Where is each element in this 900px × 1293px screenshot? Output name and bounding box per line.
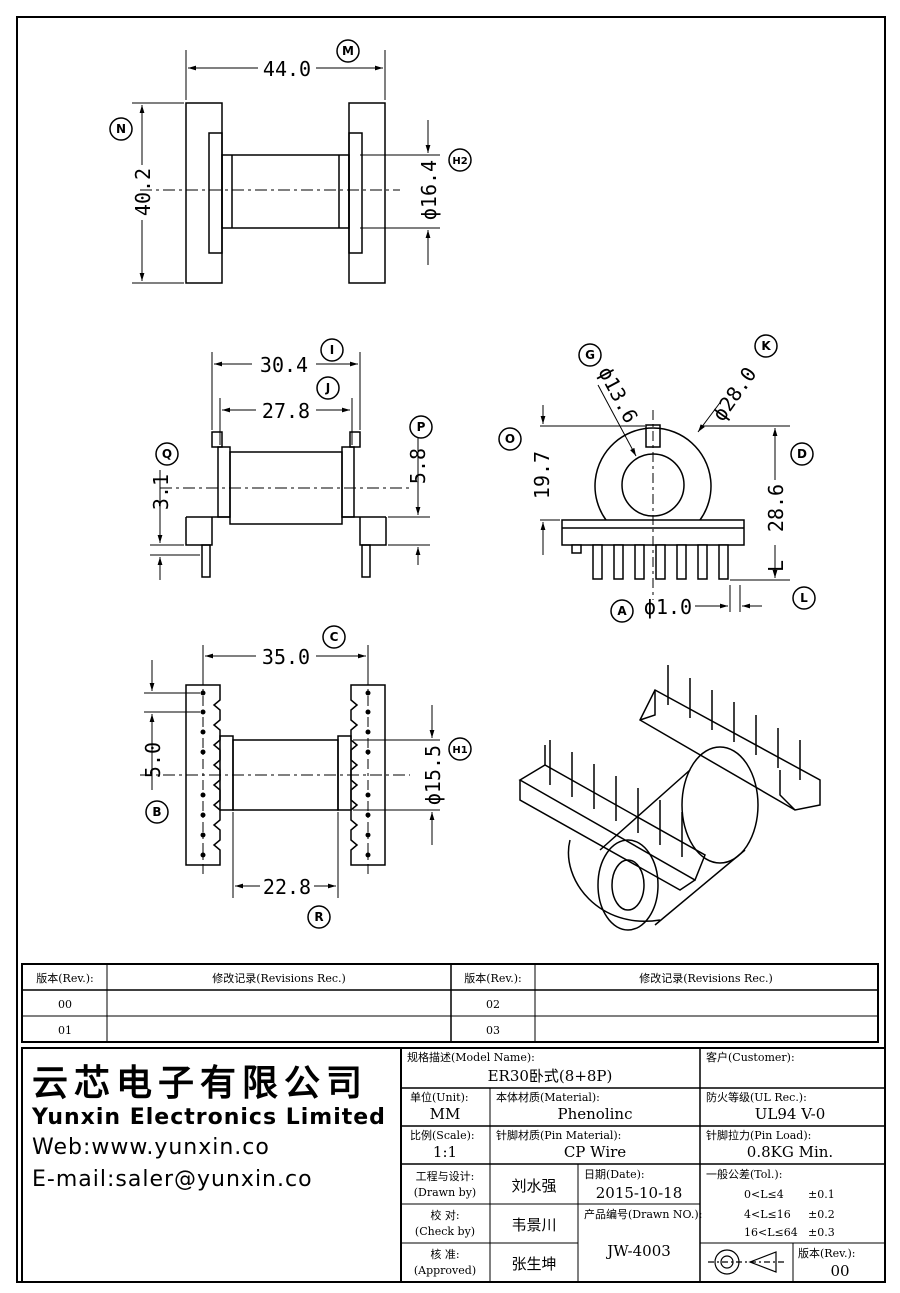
dim-L: L	[764, 560, 788, 572]
isometric-view	[518, 665, 821, 931]
front-view-dims	[150, 352, 430, 580]
rev-row-01: 01	[58, 1024, 72, 1037]
pin-load-label: 针脚拉力(Pin Load):	[706, 1128, 811, 1142]
scale-value: 1:1	[433, 1143, 457, 1161]
callout-N: N	[116, 122, 126, 136]
projection-symbol-icon	[708, 1249, 784, 1275]
side-view	[561, 424, 745, 546]
model-name-label: 规格描述(Model Name):	[407, 1050, 535, 1064]
callout-A: A	[617, 604, 627, 618]
company-web: Web:www.yunxin.co	[32, 1135, 270, 1160]
check-by-label-1: 校 对:	[430, 1208, 459, 1222]
dim-15-5: ϕ15.5	[421, 745, 445, 805]
date-value: 2015-10-18	[596, 1184, 682, 1202]
front-view	[160, 431, 410, 578]
callout-C: C	[330, 630, 339, 644]
material-label: 本体材质(Material):	[496, 1090, 600, 1104]
pin-load-value: 0.8KG Min.	[747, 1143, 833, 1161]
callout-H1: H1	[452, 745, 467, 756]
callout-O: O	[505, 432, 515, 446]
dim-5-8: 5.8	[406, 448, 430, 484]
model-name-value: ER30卧式(8+8P)	[488, 1067, 613, 1085]
rev-label: 版本(Rev.):	[798, 1246, 856, 1260]
tolerance-value-2: ±0.3	[808, 1226, 835, 1239]
dim-28-0: ϕ28.0	[707, 362, 761, 425]
side-view-dims	[540, 384, 790, 612]
dim-5-0: 5.0	[141, 742, 165, 778]
pin-material-label: 针脚材质(Pin Material):	[496, 1128, 621, 1142]
drawn-by-label-1: 工程与设计:	[416, 1170, 475, 1183]
unit-value: MM	[430, 1105, 461, 1123]
check-by-label-2: (Check by)	[415, 1225, 475, 1238]
rev-col-header-left: 版本(Rev.):	[36, 971, 94, 985]
tolerance-value-1: ±0.2	[808, 1208, 835, 1221]
bottom-view-pins	[200, 690, 371, 858]
customer-label: 客户(Customer):	[706, 1050, 795, 1064]
callout-H2: H2	[452, 156, 467, 167]
company-name-en: Yunxin Electronics Limited	[31, 1105, 386, 1130]
date-label: 日期(Date):	[584, 1168, 645, 1181]
callout-B: B	[152, 805, 161, 819]
callout-L: L	[800, 591, 808, 605]
rec-col-header-right: 修改记录(Revisions Rec.)	[639, 971, 773, 985]
bottom-view-dims	[144, 645, 440, 898]
dim-28-6: 28.6	[764, 484, 788, 532]
callout-G: G	[585, 348, 595, 362]
dim-1-0: ϕ1.0	[644, 595, 692, 619]
dim-35-0: 35.0	[262, 645, 310, 669]
drawn-no-label: 产品编号(Drawn NO.):	[584, 1207, 702, 1221]
scale-label: 比例(Scale):	[410, 1128, 475, 1142]
callout-D: D	[797, 447, 807, 461]
callout-K: K	[761, 339, 771, 353]
drawn-by-label-2: (Drawn by)	[414, 1186, 476, 1199]
company-email: E-mail:saler@yunxin.co	[32, 1167, 313, 1192]
dim-22-8: 22.8	[263, 875, 311, 899]
title-block-grid	[21, 1047, 886, 1283]
top-view-dims	[132, 50, 440, 284]
callout-J: J	[325, 381, 330, 395]
dim-44: 44.0	[263, 57, 311, 81]
tolerance-range-2: 16<L≤64	[744, 1226, 798, 1239]
ul-label: 防火等级(UL Rec.):	[706, 1090, 807, 1104]
dim-19-7: 19.7	[530, 451, 554, 499]
tolerance-range-1: 4<L≤16	[744, 1208, 791, 1221]
unit-label: 单位(Unit):	[410, 1090, 469, 1104]
rev-row-03: 03	[486, 1024, 500, 1037]
top-view	[140, 102, 400, 284]
rev-row-00: 00	[58, 998, 72, 1011]
callout-Q: Q	[162, 447, 172, 461]
dim-13-6: ϕ13.6	[593, 362, 642, 426]
company-name-cn: 云芯电子有限公司	[32, 1063, 368, 1104]
dim-40-2: 40.2	[131, 168, 155, 216]
bottom-view	[140, 675, 410, 875]
dim-16-4: ϕ16.4	[417, 160, 441, 220]
rev-row-02: 02	[486, 998, 500, 1011]
dim-27-8: 27.8	[262, 399, 310, 423]
callouts: M N H2 I J P Q G K O D A L C B H1 R	[109, 39, 816, 929]
approved-label-2: (Approved)	[414, 1264, 476, 1277]
approved-label-1: 核 准:	[430, 1247, 459, 1261]
callout-P: P	[417, 420, 426, 434]
rec-col-header-left: 修改记录(Revisions Rec.)	[212, 971, 346, 985]
callout-I: I	[330, 343, 334, 357]
pin-material-value: CP Wire	[564, 1143, 626, 1161]
rev-col-header-right: 版本(Rev.):	[464, 971, 522, 985]
drawn-no-value: JW-4003	[605, 1242, 671, 1260]
approved-value: 张生坤	[511, 1255, 556, 1273]
check-by-value: 韦景川	[511, 1216, 556, 1234]
ul-value: UL94 V-0	[755, 1105, 826, 1123]
tolerance-value-0: ±0.1	[808, 1188, 835, 1201]
side-view-pins	[571, 544, 729, 580]
dim-30-4: 30.4	[260, 353, 308, 377]
material-value: Phenolinc	[558, 1105, 633, 1123]
callout-R: R	[314, 910, 323, 924]
tolerance-range-0: 0<L≤4	[744, 1188, 784, 1201]
tolerance-label: 一般公差(Tol.):	[706, 1167, 782, 1181]
callout-M: M	[342, 44, 354, 58]
drawn-by-value: 刘水强	[511, 1177, 556, 1195]
revision-table	[21, 963, 879, 1043]
rev-value: 00	[830, 1262, 849, 1280]
dim-3-1: 3.1	[149, 474, 173, 510]
